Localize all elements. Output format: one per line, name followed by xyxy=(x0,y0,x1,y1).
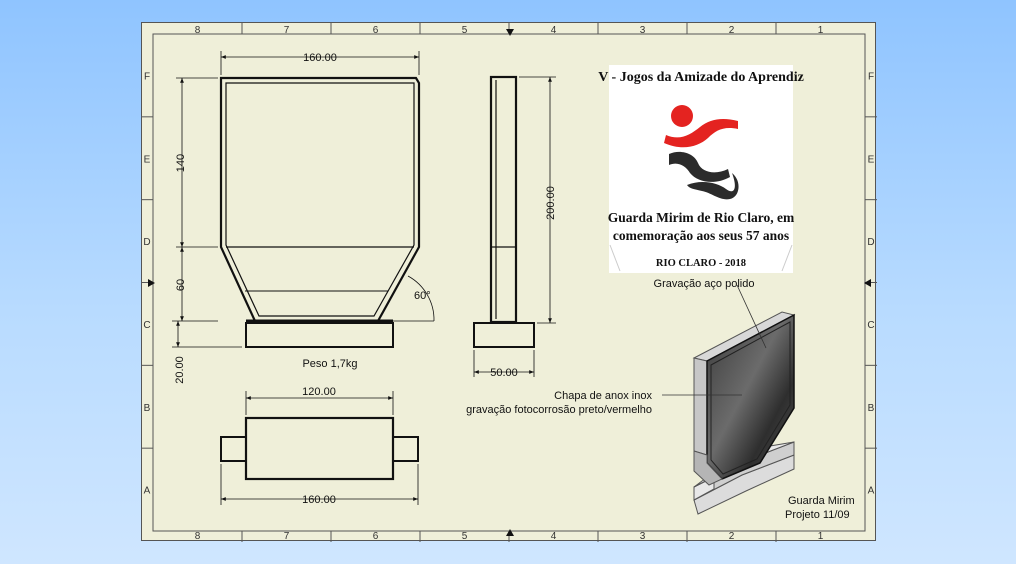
zone-col-label-top: 5 xyxy=(462,25,468,36)
zone-col-label-bottom: 4 xyxy=(551,531,557,542)
zone-col-label-top: 6 xyxy=(373,25,379,36)
zone-row-label-left: D xyxy=(143,237,150,248)
front-dimensions xyxy=(172,51,435,348)
zone-col-label-bottom: 3 xyxy=(640,531,646,542)
engraving-label: Gravação aço polido xyxy=(654,278,755,290)
logo-line-1: Guarda Mirim de Rio Claro, em xyxy=(608,210,795,225)
plate-label-2: gravação fotocorrosão preto/vermelho xyxy=(466,404,652,416)
leader-engraving xyxy=(736,284,767,349)
dim-side-base: 50.00 xyxy=(490,367,518,379)
plate-label-1: Chapa de anox inox xyxy=(554,390,652,402)
dim-base-height: 20.00 xyxy=(174,356,186,384)
zone-col-label-top: 7 xyxy=(284,25,290,36)
dim-front-height-lower: 60 xyxy=(175,279,187,291)
front-view xyxy=(219,76,421,348)
side-view xyxy=(473,75,535,348)
side-dimensions xyxy=(473,76,556,377)
zone-row-label-left: F xyxy=(144,71,150,82)
logo-line-2: comemoração aos seus 57 anos xyxy=(613,228,789,243)
zone-row-label-right: E xyxy=(868,154,875,165)
logo-title: V - Jogos da Amizade do Aprendiz xyxy=(598,70,804,85)
zone-col-label-top: 2 xyxy=(729,25,735,36)
logo-panel: V - Jogos da Amizade do Aprendiz Guarda … xyxy=(598,65,804,273)
dim-front-height-upper: 140 xyxy=(175,154,187,172)
zone-row-label-right: A xyxy=(868,486,875,497)
weight-label: Peso 1,7kg xyxy=(302,358,357,370)
dim-front-width: 160.00 xyxy=(303,52,337,64)
zone-row-label-left: C xyxy=(143,320,150,331)
running-figure-logo-icon xyxy=(664,105,739,200)
top-view xyxy=(220,416,419,481)
zone-row-label-right: D xyxy=(867,237,874,248)
dim-side-height: 200.00 xyxy=(545,186,557,220)
zone-col-label-bottom: 7 xyxy=(284,531,290,542)
zone-col-label-bottom: 5 xyxy=(462,531,468,542)
title-block-line-2: Projeto 11/09 xyxy=(785,509,850,521)
zone-row-label-left: E xyxy=(144,154,151,165)
dim-top-inner: 120.00 xyxy=(302,386,336,398)
zone-col-label-top: 8 xyxy=(195,25,201,36)
title-block-line-1: Guarda Mirim xyxy=(788,495,855,507)
zone-col-label-bottom: 8 xyxy=(195,531,201,542)
zone-col-label-bottom: 1 xyxy=(818,531,824,542)
zone-row-label-left: B xyxy=(144,403,151,414)
zone-col-label-top: 1 xyxy=(818,25,824,36)
logo-line-3: RIO CLARO - 2018 xyxy=(656,258,746,269)
top-dimensions xyxy=(220,391,419,505)
dim-top-outer: 160.00 xyxy=(302,494,336,506)
dim-angle: 60° xyxy=(414,290,431,302)
zone-row-label-right: B xyxy=(868,403,875,414)
zone-col-label-bottom: 2 xyxy=(729,531,735,542)
zone-col-label-top: 3 xyxy=(640,25,646,36)
zone-col-label-top: 4 xyxy=(551,25,557,36)
isometric-view xyxy=(692,311,796,515)
zone-row-label-right: F xyxy=(868,71,874,82)
zone-col-label-bottom: 6 xyxy=(373,531,379,542)
center-markers xyxy=(148,29,871,536)
zone-row-label-left: A xyxy=(144,486,151,497)
zone-row-label-right: C xyxy=(867,320,874,331)
